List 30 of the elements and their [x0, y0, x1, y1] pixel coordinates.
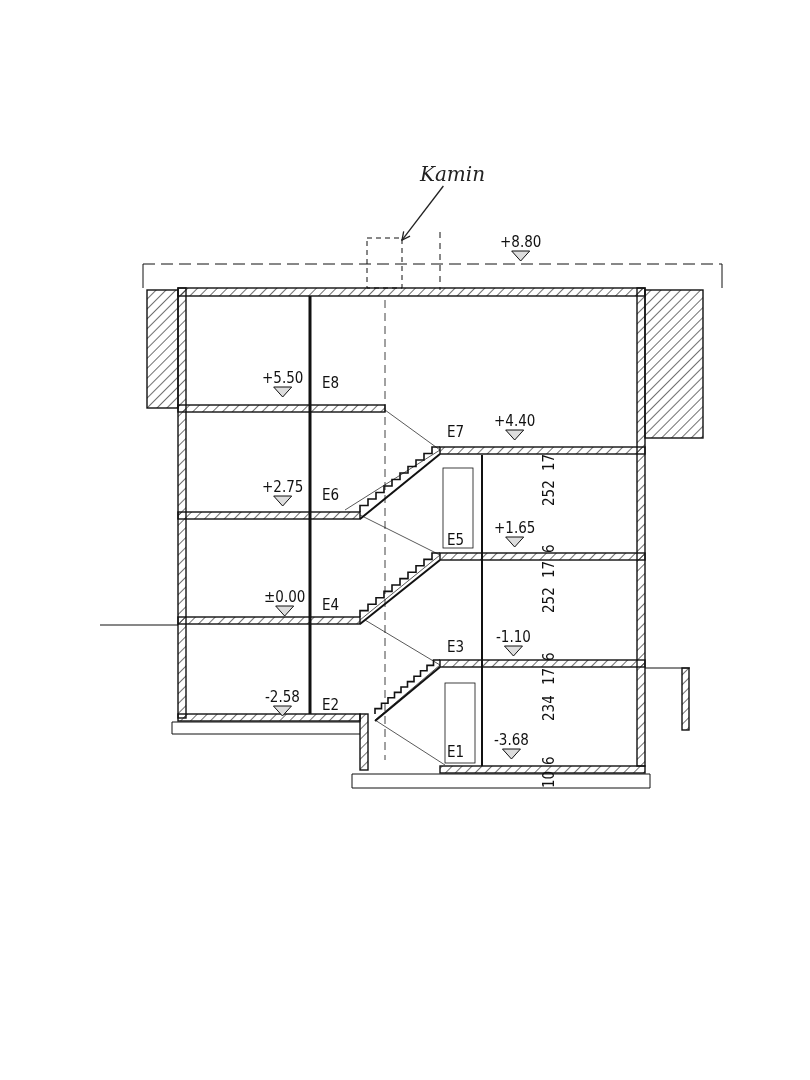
dimension-text: 6: [541, 756, 557, 765]
level-text: -2.58: [265, 689, 300, 705]
chimney-outline: [366, 237, 403, 289]
level-text: -3.68: [494, 732, 529, 748]
leader-arrow: [401, 185, 445, 241]
dimension-text: 6: [541, 652, 557, 661]
level-text: +2.75: [262, 479, 304, 495]
floor-label: E4: [322, 597, 340, 613]
floor-label: E7: [447, 424, 465, 440]
floor-label: E8: [322, 375, 340, 391]
dimension-text: 17: [541, 560, 557, 578]
dimension-text: 252: [541, 480, 557, 506]
level-text: +4.40: [494, 413, 536, 429]
handwritten-note: Kamin: [420, 162, 486, 186]
dimension-text: 17: [541, 667, 557, 685]
dimension-text: 10: [541, 770, 557, 788]
floor-label: E2: [322, 697, 340, 713]
floor-label: E1: [447, 744, 465, 760]
dimension-text: 252: [541, 587, 557, 613]
dimension-text: 234: [541, 695, 557, 721]
dimension-text: 17: [541, 453, 557, 471]
floor-label: E3: [447, 639, 465, 655]
level-text: ±0.00: [264, 589, 306, 605]
level-text: +8.80: [500, 234, 542, 250]
floor-label: E5: [447, 532, 465, 548]
level-text: -1.10: [496, 629, 531, 645]
floor-label: E6: [322, 487, 340, 503]
level-text: +5.50: [262, 370, 304, 386]
dimension-text: 6: [541, 544, 557, 553]
level-text: +1.65: [494, 520, 536, 536]
